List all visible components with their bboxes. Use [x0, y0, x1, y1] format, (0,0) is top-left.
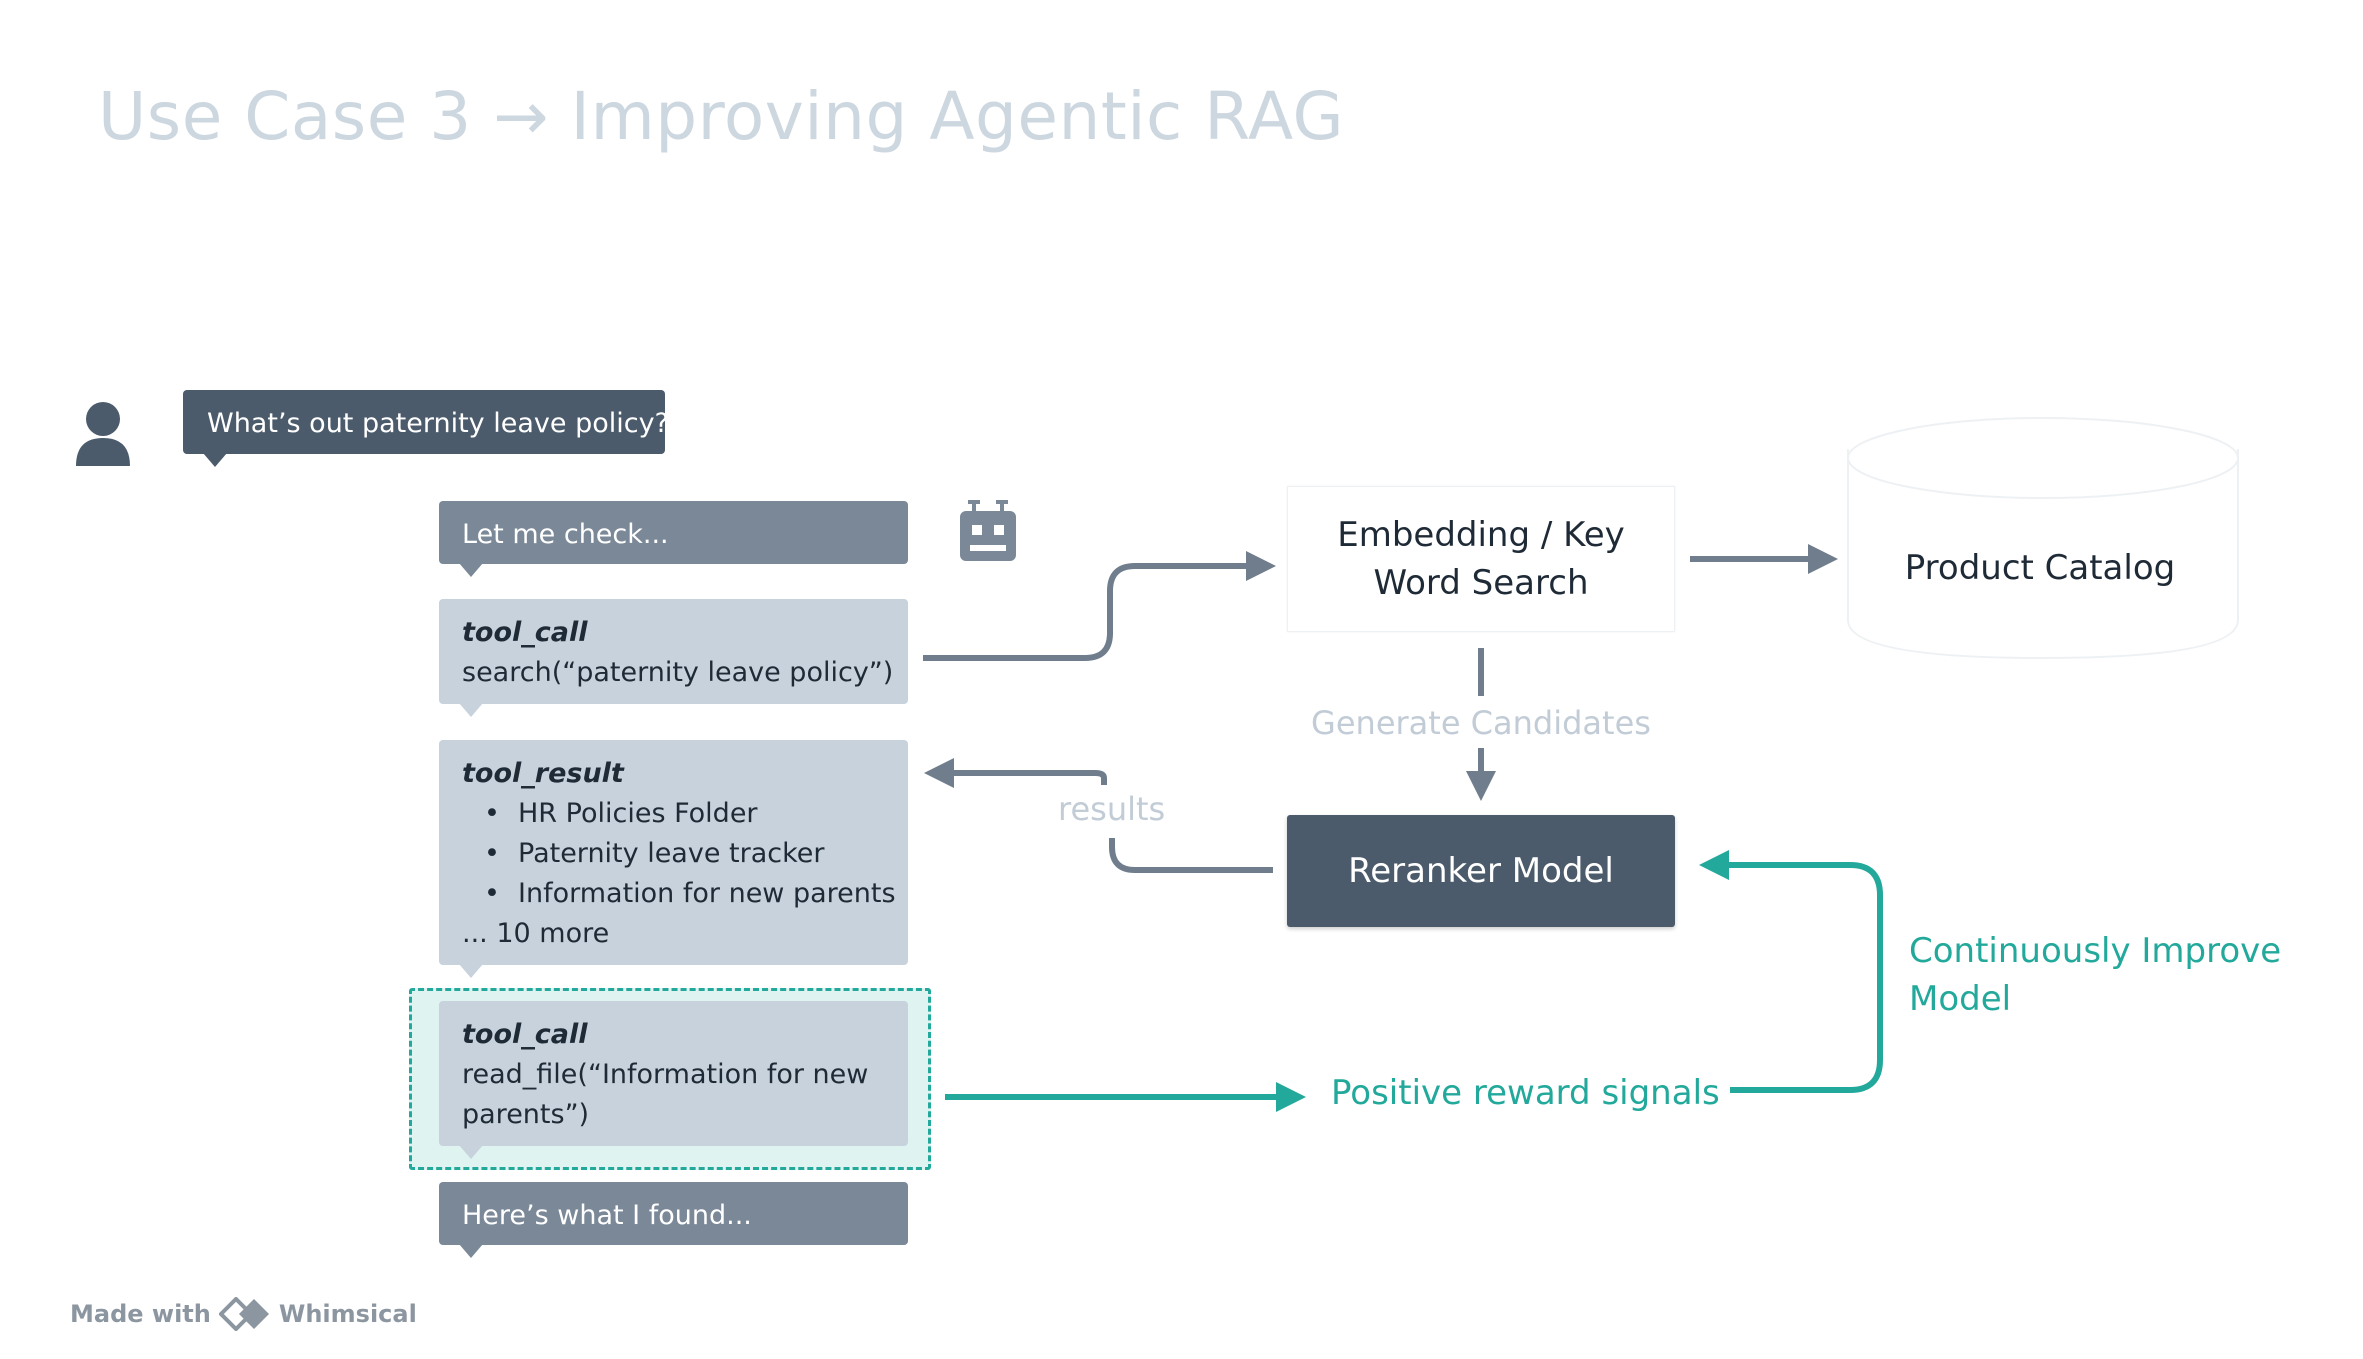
search-box-line2: Word Search — [1373, 563, 1589, 603]
agent-message-found: Here’s what I found... — [439, 1182, 908, 1258]
whimsical-watermark[interactable]: Made with Whimsical — [70, 1297, 417, 1331]
catalog-cylinder — [1847, 417, 2239, 660]
bubble-tail — [203, 453, 227, 467]
bubble-tail — [459, 563, 483, 577]
results-arrow-lower — [1109, 838, 1273, 873]
tool-call-read-file: tool_call read_file(“Information for new… — [439, 1001, 908, 1159]
tool-result: tool_result HR Policies Folder Paternity… — [439, 740, 908, 978]
results-label: results — [1058, 790, 1166, 828]
tool-call-code-line2: parents”) — [462, 1099, 590, 1130]
reranker-model-box: Reranker Model — [1287, 815, 1675, 927]
watermark-prefix: Made with — [70, 1300, 211, 1328]
watermark-brand: Whimsical — [278, 1300, 417, 1328]
result-more: ... 10 more — [462, 918, 610, 949]
tool-call-code: search(“paternity leave policy”) — [462, 657, 894, 688]
bubble-tail — [459, 964, 483, 978]
search-box-line1: Embedding / Key — [1337, 515, 1625, 555]
bubble-tail — [459, 703, 483, 717]
result-item: Paternity leave tracker — [462, 834, 896, 874]
result-item: Information for new parents — [462, 874, 896, 914]
tool-call-code-line1: read_file(“Information for new — [462, 1059, 869, 1090]
tool-call-label: tool_call — [462, 1019, 588, 1050]
improve-loop — [1699, 850, 1883, 1093]
agent-message-check: Let me check... — [439, 501, 908, 577]
whimsical-logo-icon — [218, 1297, 269, 1331]
agent-message-check-text: Let me check... — [462, 519, 669, 550]
bubble-tail — [459, 1244, 483, 1258]
page-title: Use Case 3 → Improving Agentic RAG — [98, 78, 1345, 155]
results-arrow-upper — [930, 773, 1107, 785]
improve-line1: Continuously Improve — [1909, 931, 2282, 971]
embedding-search-box: Embedding / Key Word Search — [1287, 486, 1675, 632]
tool-result-label: tool_result — [462, 758, 624, 789]
result-item: HR Policies Folder — [462, 794, 896, 834]
bubble-tail — [459, 1145, 483, 1159]
user-message-text: What’s out paternity leave policy? — [207, 408, 669, 439]
improve-line2: Model — [1909, 979, 2012, 1019]
user-avatar-icon — [76, 402, 130, 466]
continuously-improve-label: Continuously Improve Model — [1909, 927, 2309, 1023]
product-catalog-label: Product Catalog — [1904, 548, 2176, 588]
user-message-bubble: What’s out paternity leave policy? — [183, 390, 669, 467]
search-arrow — [923, 551, 1276, 661]
tool-call-search: tool_call search(“paternity leave policy… — [439, 599, 908, 717]
generate-candidates-label: Generate Candidates — [1311, 704, 1651, 742]
agent-message-found-text: Here’s what I found... — [462, 1200, 752, 1231]
tool-call-label: tool_call — [462, 617, 588, 648]
positive-reward-label: Positive reward signals — [1331, 1073, 1720, 1113]
robot-icon — [960, 500, 1016, 561]
